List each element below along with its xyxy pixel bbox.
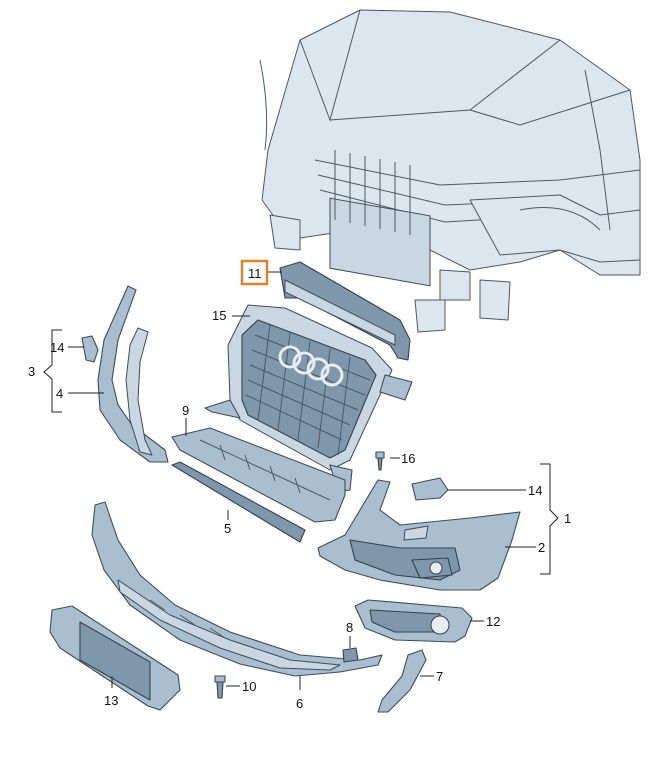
callout-1: 1 [564, 511, 571, 526]
part-9-lower-grille [171, 427, 346, 523]
callout-11: 11 [248, 266, 262, 281]
part-2-bumper-cover [317, 479, 521, 591]
callout-3: 3 [28, 364, 35, 379]
part-7-side-trim [377, 649, 427, 713]
callout-10: 10 [242, 679, 256, 694]
highlight-box-part-11 [240, 259, 269, 286]
callout-16: 16 [401, 451, 415, 466]
part-11-air-guide [279, 261, 411, 361]
part-4-bumper-side-left [97, 285, 169, 463]
callout-8: 8 [346, 620, 353, 635]
part-14-cover-cap-left [81, 335, 99, 363]
callout-13: 13 [104, 693, 118, 708]
part-15-radiator-grille [204, 304, 413, 493]
callout-4: 4 [56, 386, 63, 401]
part-10-screw [214, 675, 226, 699]
callout-14-left: 14 [50, 340, 64, 355]
four-rings-emblem [278, 345, 344, 387]
callout-14-right: 14 [528, 483, 542, 498]
part-14-cover-cap-right [411, 477, 449, 501]
callout-7: 7 [436, 669, 443, 684]
part-8-clip [342, 647, 359, 663]
part-16-screw [375, 451, 385, 471]
part-6-lower-spoiler [91, 501, 383, 677]
part-12-fog-lamp-grille [354, 599, 473, 643]
callout-2: 2 [538, 540, 545, 555]
callout-12: 12 [486, 614, 500, 629]
leader-lines [43, 271, 559, 690]
callout-15: 15 [212, 308, 226, 323]
part-13-plate-bracket [49, 605, 181, 711]
callout-5: 5 [224, 521, 231, 536]
part-5-trim-strip [171, 461, 306, 543]
callout-9: 9 [182, 403, 189, 418]
callout-labels: 11 15 14 3 4 9 16 14 1 5 2 12 8 7 10 13 … [28, 266, 571, 711]
vehicle-front-structure [259, 9, 641, 333]
callout-6: 6 [296, 696, 303, 711]
